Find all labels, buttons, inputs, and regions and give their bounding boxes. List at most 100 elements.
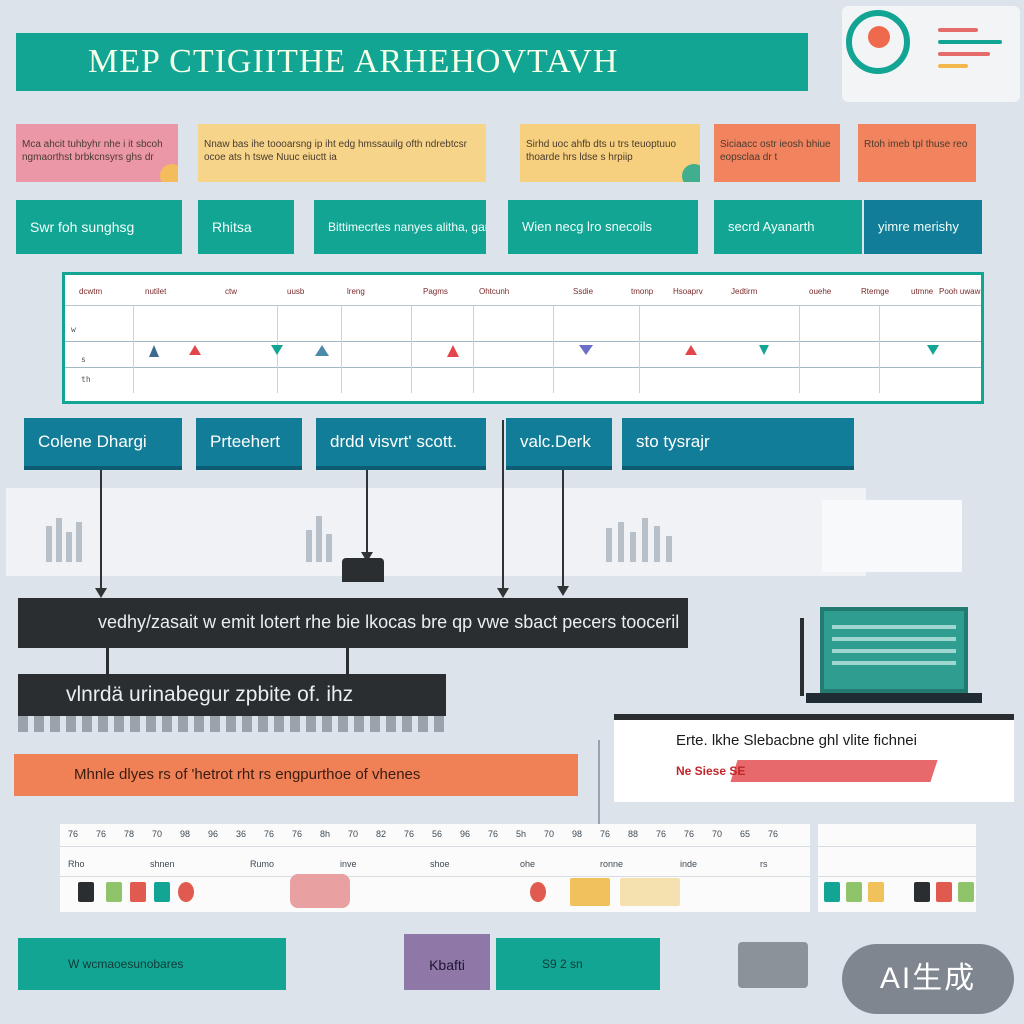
table-header-cell: Rtemge: [861, 287, 890, 296]
gear-badge-icon: [842, 6, 1020, 102]
grid-cell: 98: [180, 829, 191, 839]
connector-line: [346, 648, 349, 676]
step-tab-5[interactable]: sto tysrajr: [622, 418, 854, 470]
table-header-cell: Ssdie: [573, 287, 594, 296]
arrow-down-icon: [497, 420, 509, 598]
tab-2[interactable]: Rhitsa: [198, 200, 294, 254]
table-header-cell: dcwtm: [79, 287, 103, 296]
table-header-cell: uusb: [287, 287, 305, 296]
note-text: Siciaacc ostr ieosh bhiue eopsclaa dr t: [720, 139, 831, 163]
grid-cell: 70: [152, 829, 163, 839]
grid-cell: 65: [740, 829, 751, 839]
process-bar-second: vlnrdä urinabegur zpbite of. ihz: [18, 674, 446, 716]
fringe-strip: [18, 716, 446, 732]
tab-3[interactable]: Bittimecrtes nanyes alitha, gan: [314, 200, 486, 254]
sticker-icon: [78, 882, 94, 902]
page-title: MEP CTIGIITHE ARHEHOVTAVH: [16, 33, 808, 91]
table-header-cell: nutilet: [145, 287, 167, 296]
note-card-1: Mca ahcit tuhbyhr nhe i it sbcoh ngmaort…: [16, 124, 178, 182]
dot-icon: [868, 26, 890, 48]
grid-cell: rs: [760, 859, 768, 869]
note-card-5: Rtoh imeb tpl thuse reo: [858, 124, 976, 182]
note-card-3: Sirhd uoc ahfb dts u trs teuoptuuo thoar…: [520, 124, 700, 182]
grid-cell: 96: [460, 829, 471, 839]
table-column-rule: [133, 305, 134, 393]
table-rule: [65, 367, 981, 368]
table-column-rule: [879, 305, 880, 393]
table-column-rule: [799, 305, 800, 393]
connector-line: [598, 740, 600, 836]
note-text: Rtoh imeb tpl thuse reo: [864, 139, 968, 150]
grid-cell: 76: [404, 829, 415, 839]
step-tab-2[interactable]: Prteehert: [196, 418, 302, 470]
grid-cell: 8h: [320, 829, 331, 839]
tab-4[interactable]: Wien necg lro snecoils: [508, 200, 698, 254]
sticker-icon: [106, 882, 122, 902]
grid-cell: shoe: [430, 859, 450, 869]
grid-cell: 76: [600, 829, 611, 839]
sticker-icon: [130, 882, 146, 902]
footer-tab-1[interactable]: W wcmaoesunobares: [18, 938, 286, 990]
flag-marker-icon: [189, 345, 201, 355]
table-rule: [65, 341, 981, 342]
data-table: dcwtm nutilet ctw uusb lreng Pagms Ohtcu…: [62, 272, 984, 404]
sticker-icon: [620, 878, 680, 906]
grid-cell: 76: [96, 829, 107, 839]
grid-cell: 76: [684, 829, 695, 839]
table-column-rule: [639, 305, 640, 393]
flag-marker-icon: [685, 345, 697, 355]
grid-cell: 82: [376, 829, 387, 839]
table-header-cell: Hsoaprv: [673, 287, 703, 296]
faded-chart-band: [6, 488, 866, 576]
grid-cell: 56: [432, 829, 443, 839]
step-tab-1[interactable]: Colene Dhargi: [24, 418, 182, 470]
table-header-cell: tmonp: [631, 287, 654, 296]
triangle-marker-icon: [315, 345, 329, 356]
grid-cell: 78: [124, 829, 135, 839]
grid-cell: 70: [544, 829, 555, 839]
table-header-cell: Pagms: [423, 287, 448, 296]
ring-icon: [846, 10, 910, 74]
grid-cell: 76: [488, 829, 499, 839]
tab-5[interactable]: secrd Ayanarth: [714, 200, 862, 254]
row-label: w: [71, 325, 76, 334]
triangle-marker-icon: [271, 345, 283, 355]
row-label: s: [81, 355, 86, 364]
table-column-rule: [341, 305, 342, 393]
step-tab-4[interactable]: valc.Derk: [506, 418, 612, 470]
tab-1[interactable]: Swr foh sunghsg: [16, 200, 182, 254]
row-label: th: [81, 375, 91, 384]
ai-generated-badge: AI生成: [842, 944, 1014, 1014]
bowl-marker-icon: [579, 345, 593, 355]
stand-pole: [800, 618, 804, 696]
summary-bar: Mhnle dlyes rs of 'hetrot rht rs engpurt…: [14, 754, 578, 796]
arrow-down-icon: [361, 470, 373, 562]
printer-icon: [738, 942, 808, 988]
grid-cell: 88: [628, 829, 639, 839]
step-tab-3[interactable]: drdd visvrt' scott.: [316, 418, 486, 470]
chevron-marker-icon: [927, 345, 939, 355]
ribbon-decoration: [730, 760, 938, 782]
sticker-icon: [154, 882, 170, 902]
footer-tab-2[interactable]: Kbafti: [404, 934, 490, 990]
drop-marker-icon: [447, 345, 459, 357]
table-header-cell: Ohtcunh: [479, 287, 510, 296]
grid-cell: inve: [340, 859, 357, 869]
grid-cell: 76: [68, 829, 79, 839]
flower-icon: [160, 164, 178, 182]
grid-cell: 70: [348, 829, 359, 839]
table-column-rule: [473, 305, 474, 393]
grid-cell: 70: [712, 829, 723, 839]
tab-6[interactable]: yimre merishy: [864, 200, 982, 254]
footer-tab-3[interactable]: S9 2 sn: [496, 938, 660, 990]
sticker-icon: [178, 882, 194, 902]
grid-cell: 76: [768, 829, 779, 839]
note-card-4: Siciaacc ostr ieosh bhiue eopsclaa dr t: [714, 124, 840, 182]
info-card: Erte. lkhe Slebacbne ghl vlite fichnei N…: [614, 714, 1014, 802]
chevron-marker-icon: [759, 345, 769, 355]
laptop-icon: [820, 607, 968, 693]
grid-cell: 96: [208, 829, 219, 839]
laptop-base: [806, 693, 982, 703]
